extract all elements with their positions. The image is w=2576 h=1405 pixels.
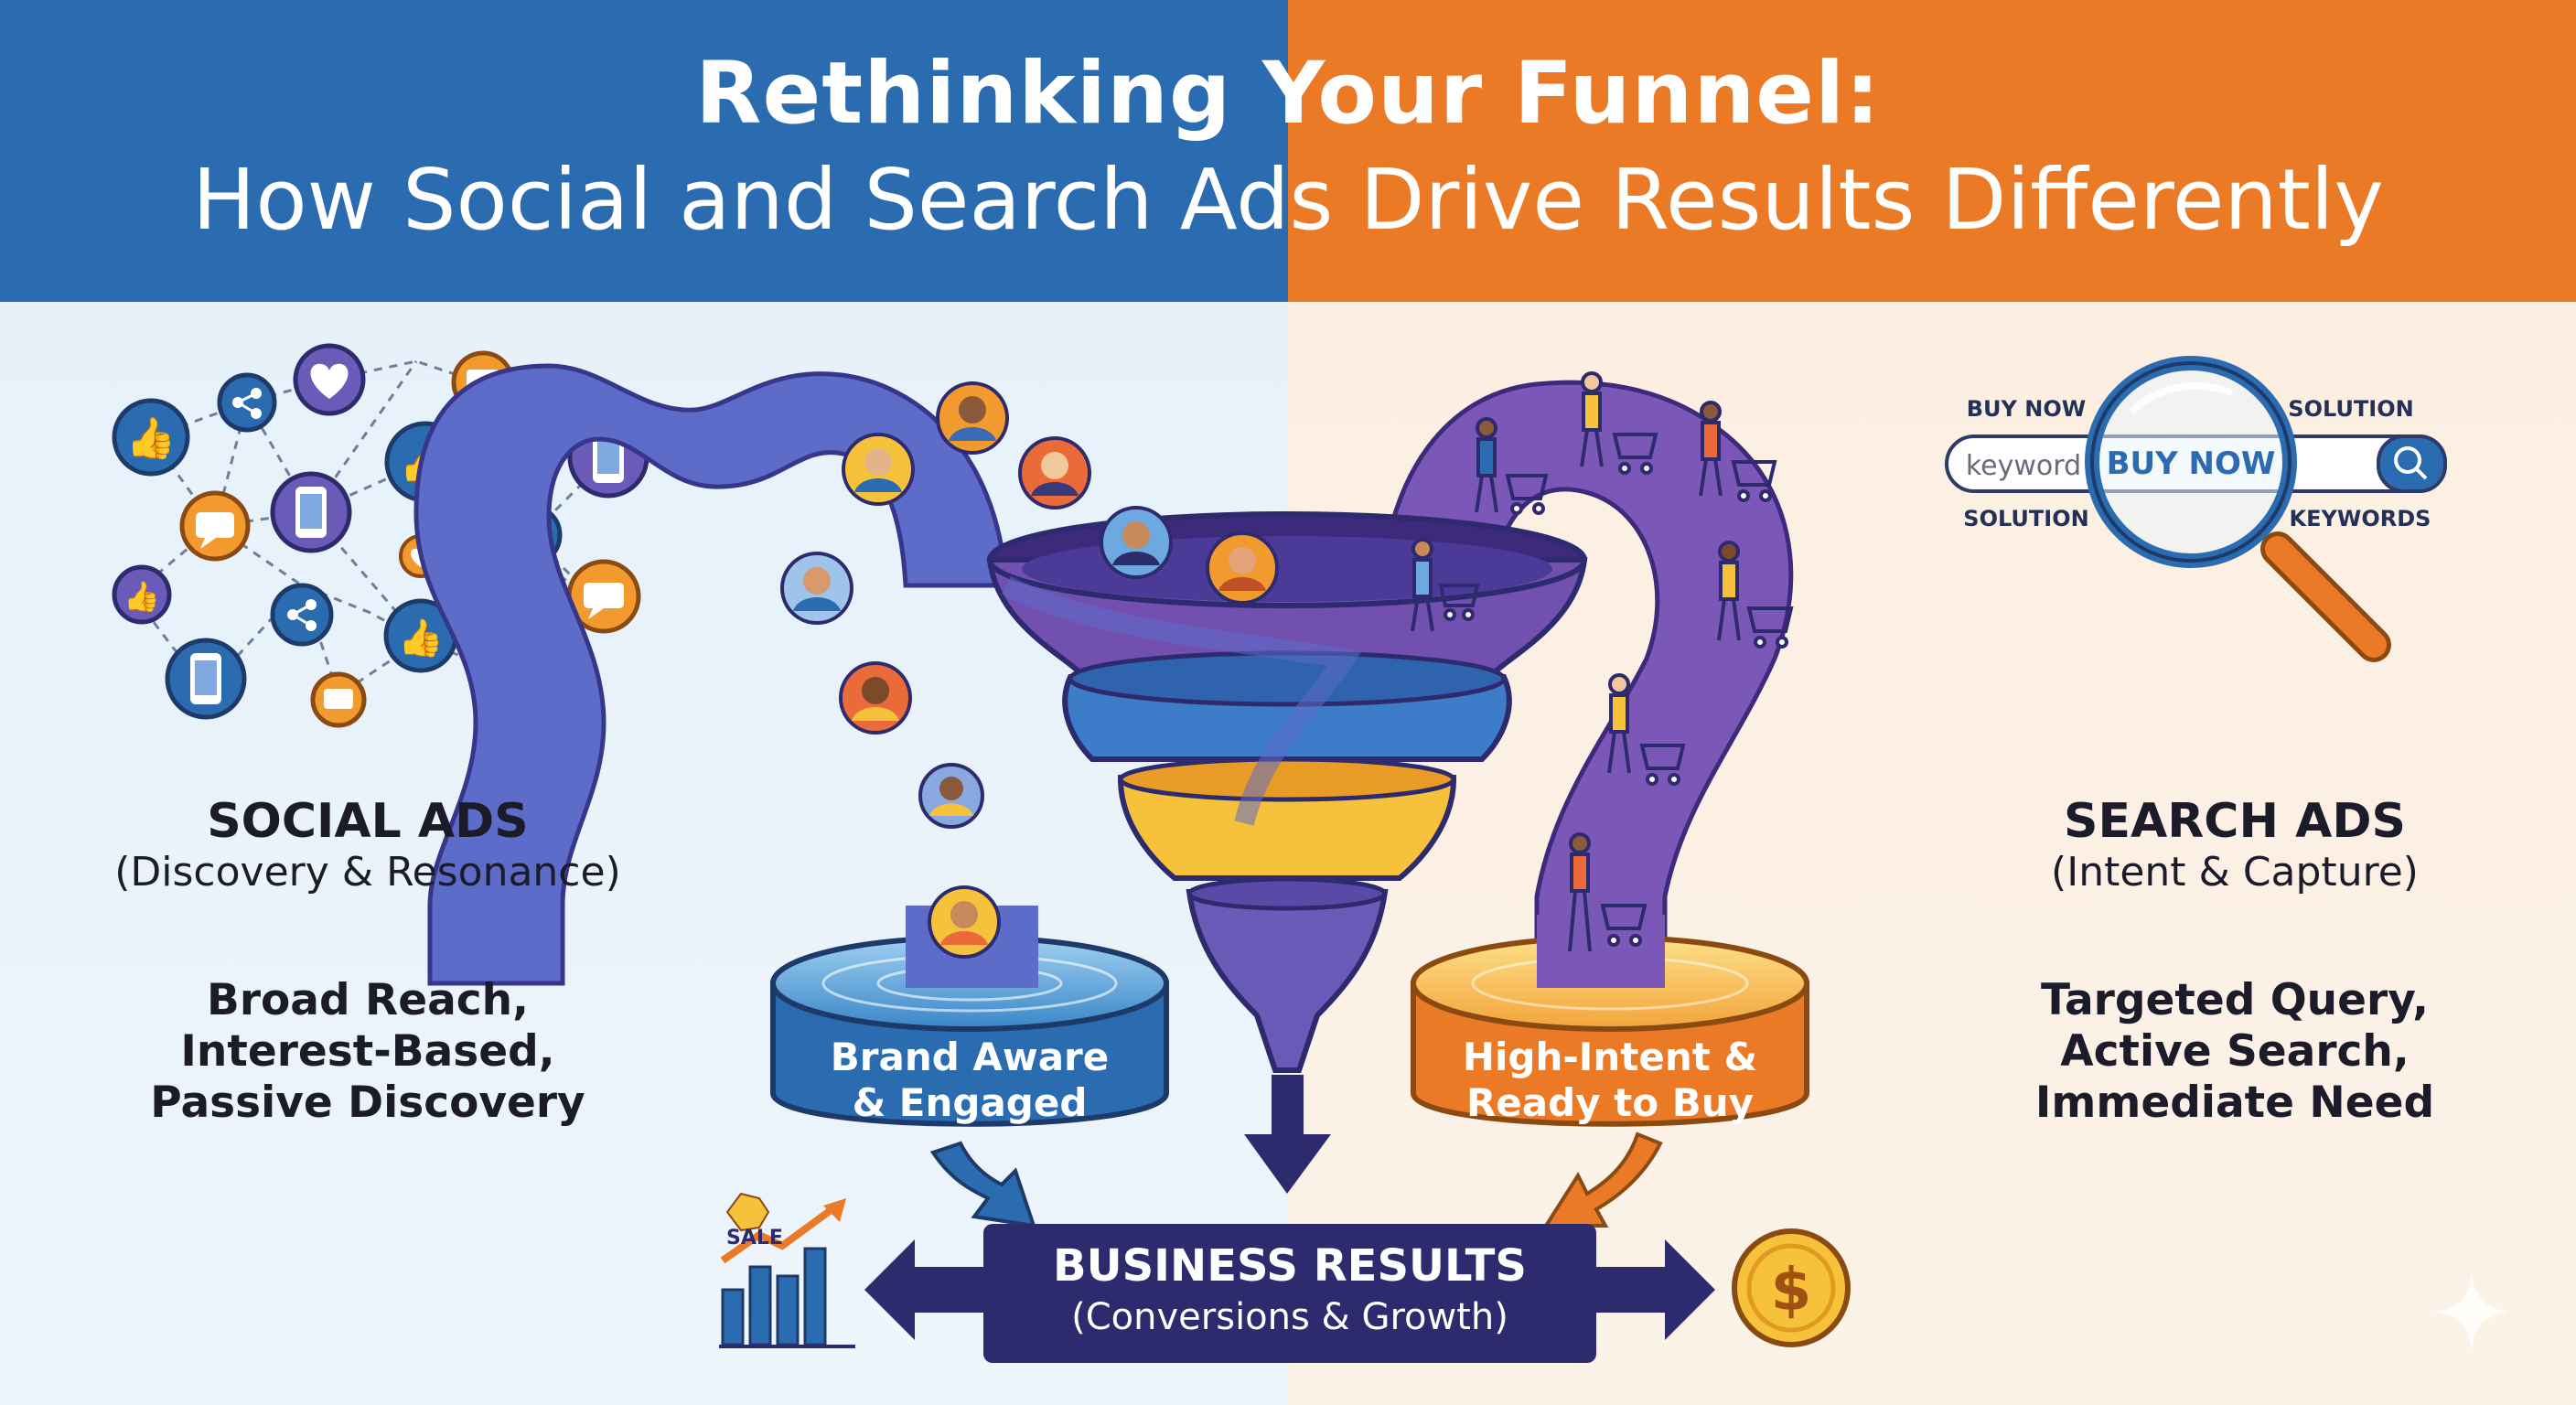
svg-text:👍: 👍 <box>398 617 444 660</box>
search-pool-label-1: High-Intent & <box>1463 1035 1757 1079</box>
social-subtitle: (Discovery & Resonance) <box>114 849 621 896</box>
search-desc-line: Active Search, <box>2060 1026 2410 1077</box>
chat-icon <box>310 671 367 728</box>
business-results-box <box>983 1224 1596 1363</box>
avatar <box>842 433 915 506</box>
search-graphic: keyword BUY NOW BUY NOW SOLUTION SOLUTIO… <box>1945 356 2447 662</box>
phone-icon <box>165 638 247 720</box>
search-heading: SEARCH ADS (Intent & Capture) <box>1915 794 2555 896</box>
header-left-panel <box>0 0 1288 302</box>
avatar <box>918 763 984 829</box>
svg-text:👍: 👍 <box>123 579 160 614</box>
page-subtitle: How Social and Search Ads Drive Results … <box>192 151 2384 249</box>
avatar-group <box>780 381 1279 959</box>
results-arrows <box>864 1239 1715 1340</box>
phone-icon <box>270 471 352 553</box>
svg-text:keyword: keyword <box>1966 450 2081 482</box>
svg-text:BUY NOW: BUY NOW <box>1967 396 2086 422</box>
thumbs-up-icon: 👍 <box>112 398 190 477</box>
thumbs-up-icon: 👍 <box>383 598 458 673</box>
share-icon <box>217 372 277 433</box>
page-title: Rethinking Your Funnel: <box>695 44 1881 144</box>
search-description: Targeted Query, Active Search, Immediate… <box>1915 975 2555 1129</box>
shopper-group <box>1411 371 1794 952</box>
social-desc-line: Broad Reach, <box>207 975 529 1025</box>
social-description: Broad Reach, Interest-Based, Passive Dis… <box>48 975 688 1129</box>
avatar <box>1206 531 1279 605</box>
shopping-cart-icon <box>1411 538 1480 632</box>
avatar <box>1100 506 1173 579</box>
svg-text:KEYWORDS: KEYWORDS <box>2290 506 2431 531</box>
svg-text:BUY NOW: BUY NOW <box>2107 445 2276 482</box>
shopping-cart-icon <box>1699 401 1777 502</box>
sale-chart-icon: SALE <box>719 1192 855 1348</box>
thumbs-up-icon: 👍 <box>112 564 172 625</box>
heart-icon <box>293 343 366 416</box>
svg-text:SOLUTION: SOLUTION <box>2288 396 2413 422</box>
social-journey-ribbon <box>413 363 1009 986</box>
avatar <box>928 885 1001 959</box>
avatar <box>936 381 1009 455</box>
shopping-cart-icon <box>1568 832 1648 952</box>
business-results-subtitle: (Conversions & Growth) <box>1071 1296 1508 1338</box>
svg-text:👍: 👍 <box>126 415 177 462</box>
shopping-cart-icon <box>1580 371 1658 475</box>
svg-text:$: $ <box>1771 1257 1812 1325</box>
search-subtitle: (Intent & Capture) <box>2051 849 2419 896</box>
shopping-cart-icon <box>1717 541 1794 649</box>
svg-text:SALE: SALE <box>726 1227 783 1249</box>
avatar <box>839 661 912 735</box>
sparkle-icon <box>2433 1273 2510 1350</box>
social-desc-line: Interest-Based, <box>180 1026 555 1077</box>
svg-text:SOLUTION: SOLUTION <box>1963 506 2088 531</box>
social-title: SOCIAL ADS <box>207 794 529 849</box>
social-desc-line: Passive Discovery <box>150 1078 585 1128</box>
business-results-title: BUSINESS RESULTS <box>1053 1240 1527 1292</box>
share-icon <box>270 583 334 647</box>
social-heading: SOCIAL ADS (Discovery & Resonance) <box>48 794 688 896</box>
dollar-coin-icon: $ <box>1732 1228 1851 1347</box>
search-desc-line: Targeted Query, <box>2040 975 2430 1025</box>
avatar <box>780 552 853 625</box>
avatar <box>1018 436 1091 509</box>
search-desc-line: Immediate Need <box>2034 1078 2435 1128</box>
shopping-cart-icon <box>1475 417 1549 515</box>
shopping-cart-icon <box>1607 673 1686 786</box>
flow-arrows <box>929 1075 1663 1228</box>
search-pool-label-2: Ready to Buy <box>1466 1080 1754 1125</box>
social-pool-label-2: & Engaged <box>853 1080 1088 1125</box>
header-right-panel <box>1288 0 2576 302</box>
social-pool-label-1: Brand Aware <box>831 1035 1110 1079</box>
chat-icon <box>179 490 251 562</box>
search-title: SEARCH ADS <box>2064 794 2406 849</box>
